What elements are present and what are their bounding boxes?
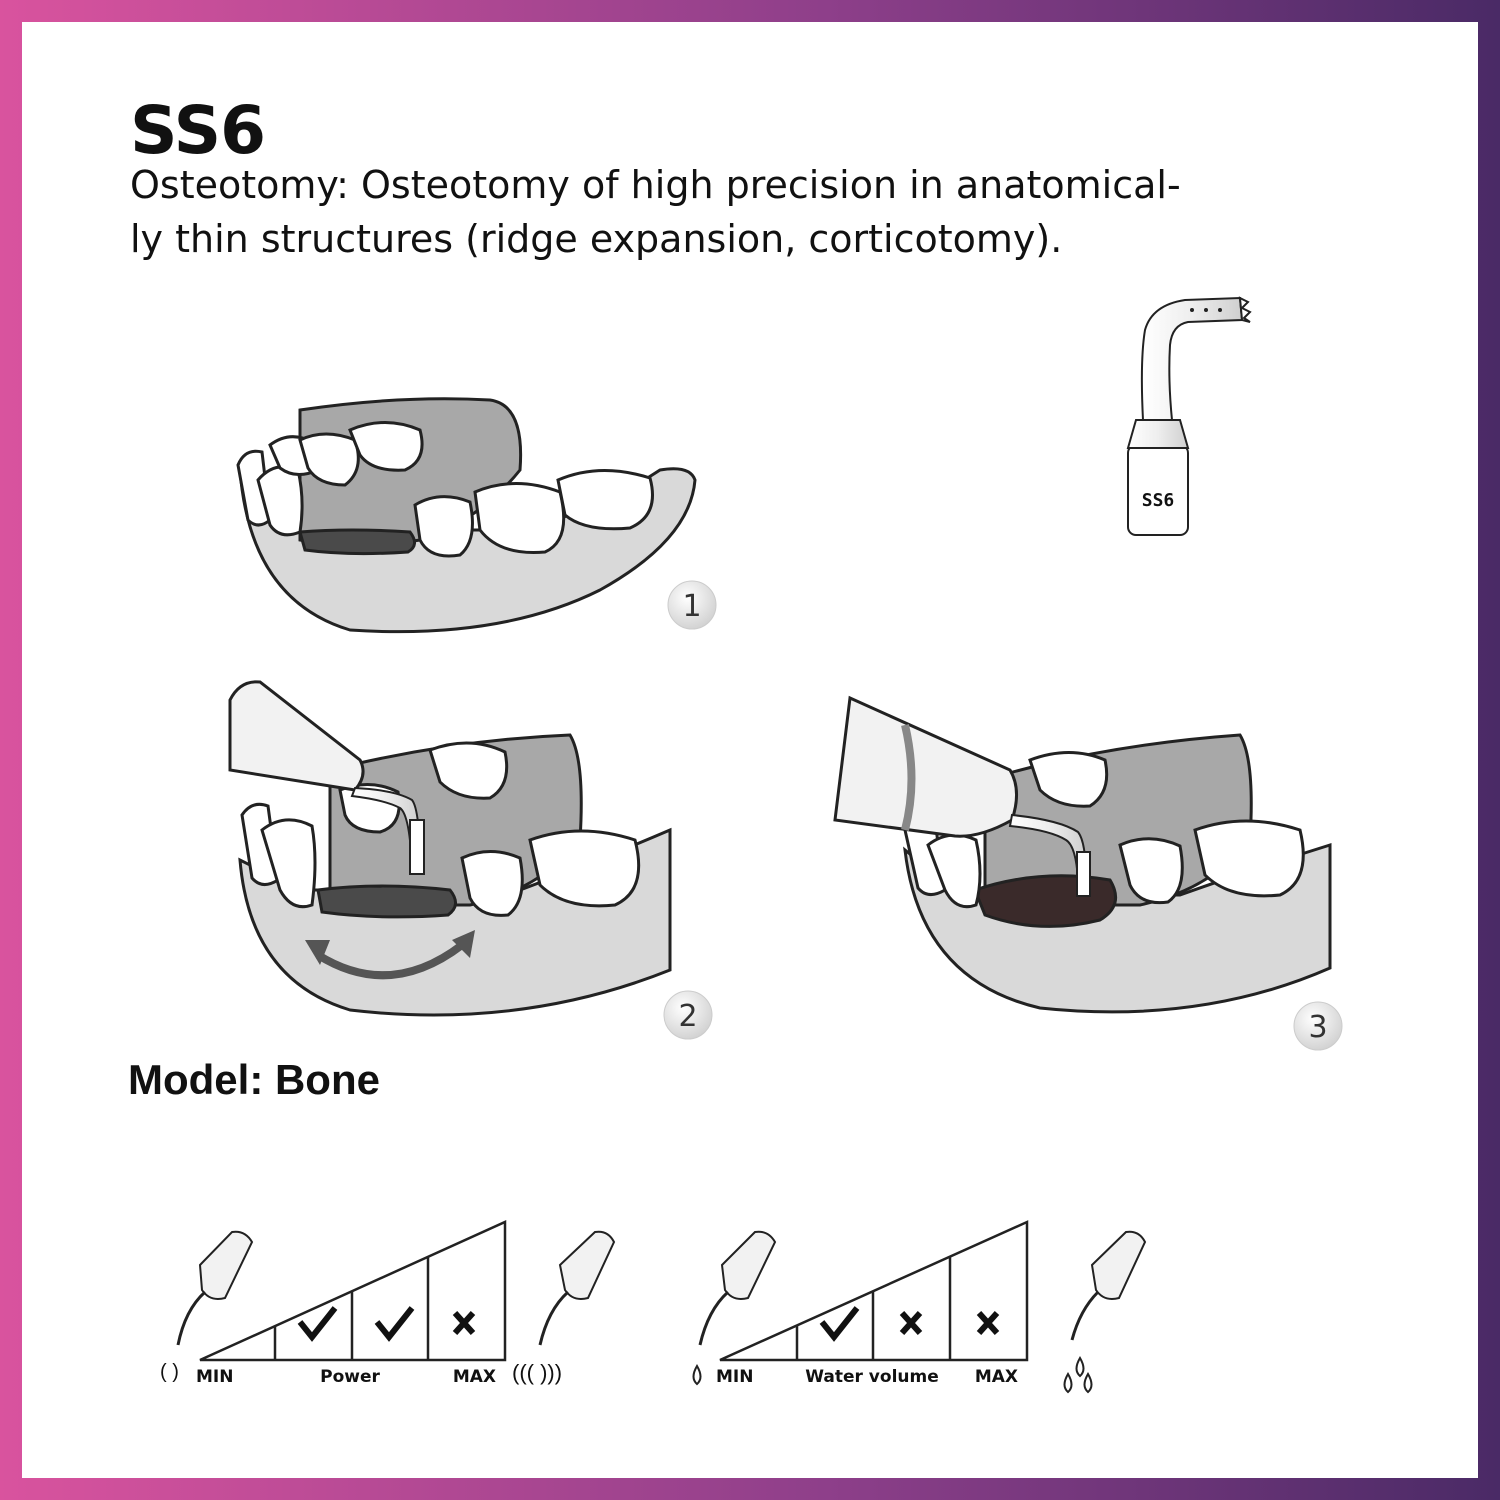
handpiece-min-icon: ( )	[160, 1230, 254, 1383]
step-badge	[667, 580, 717, 630]
page-title: SS6	[130, 92, 266, 169]
step-number: 2	[678, 999, 697, 1034]
check-icon	[819, 1306, 860, 1342]
power-scale: ( ) MIN Power MAX ((( )))	[160, 1220, 616, 1387]
water-max-label: MAX	[975, 1367, 1018, 1387]
water-drop-icon	[1075, 1356, 1085, 1378]
check-icon	[374, 1306, 415, 1342]
water-scale: MIN Water volume MAX	[692, 1220, 1147, 1394]
water-min-label: MIN	[716, 1367, 753, 1387]
svg-text:( ): ( )	[160, 1361, 179, 1383]
handpiece-max-water-icon	[1063, 1230, 1147, 1394]
check-icon	[297, 1306, 338, 1342]
power-label: Power	[320, 1367, 380, 1387]
description-line-2: ly thin structures (ridge expansion, cor…	[130, 217, 1063, 261]
step-badge	[1293, 1001, 1343, 1051]
step-number: 3	[1308, 1010, 1327, 1045]
water-volume-label: Water volume	[805, 1367, 939, 1387]
osteotomy-cut	[298, 528, 416, 556]
water-drop-icon	[1083, 1372, 1093, 1394]
water-drop-icon	[692, 1364, 702, 1386]
svg-text:((( ))): ((( )))	[512, 1360, 562, 1385]
cross-icon	[976, 1310, 1000, 1336]
osteotomy-cut	[973, 874, 1118, 928]
model-label: Model: Bone	[128, 1056, 380, 1103]
step-2-illustration: 2	[228, 680, 713, 1040]
step-badge	[663, 990, 713, 1040]
handpiece-min-water-icon	[692, 1230, 777, 1386]
power-min-label: MIN	[196, 1367, 233, 1387]
osteotomy-cut	[316, 884, 457, 919]
handpiece-max-icon: ((( )))	[512, 1230, 616, 1385]
tip-marking: SS6	[1142, 490, 1175, 511]
handpiece	[228, 680, 365, 792]
water-drop-icon	[1063, 1372, 1073, 1394]
expansion-arrow	[315, 941, 465, 980]
teeth	[240, 741, 641, 917]
description-line-1: Osteotomy: Osteotomy of high precision i…	[130, 163, 1181, 207]
step-1-illustration: 1	[236, 397, 717, 634]
cross-icon	[899, 1310, 923, 1336]
ss6-tip-illustration: SS6	[1126, 296, 1252, 536]
teeth	[903, 751, 1305, 909]
step-3-illustration: 3	[833, 695, 1343, 1051]
step-number: 1	[682, 589, 701, 624]
teeth	[236, 421, 654, 558]
cross-icon	[452, 1310, 476, 1336]
power-max-label: MAX	[453, 1367, 496, 1387]
handpiece	[833, 695, 1018, 838]
description: Osteotomy: Osteotomy of high precision i…	[130, 158, 1310, 266]
